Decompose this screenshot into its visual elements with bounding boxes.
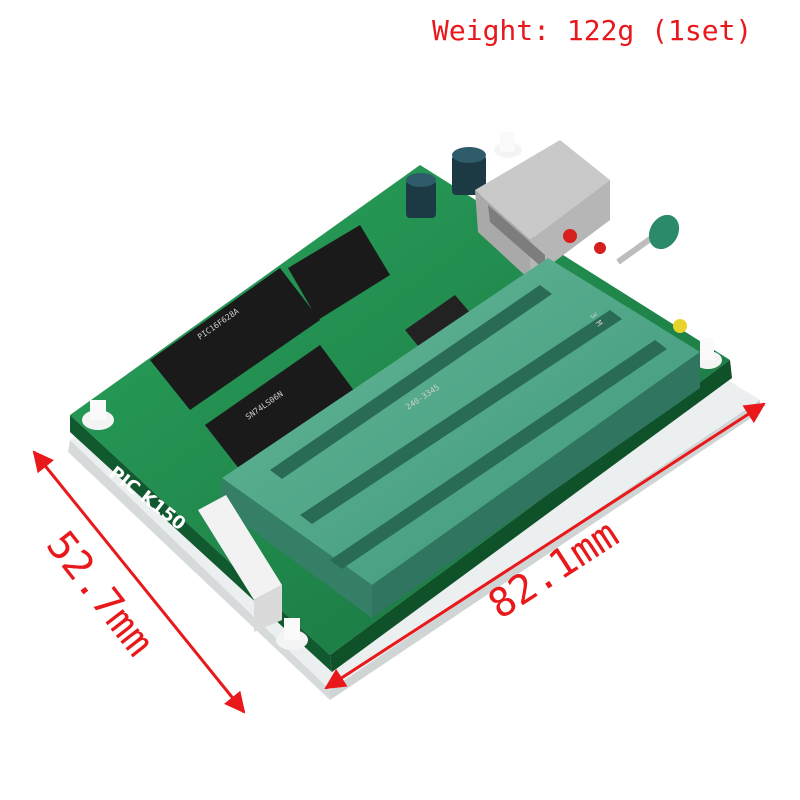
height-label: 52.7mm (37, 523, 162, 665)
weight-label: Weight: 122g (1set) (432, 14, 753, 47)
ic-chip-74ls06: SN74LS06N (205, 345, 355, 470)
standoff-posts (82, 132, 722, 650)
led-indicators (563, 229, 687, 333)
toggle-lever (616, 214, 680, 265)
capacitors (406, 147, 486, 218)
ic-chip-secondary (288, 225, 390, 320)
